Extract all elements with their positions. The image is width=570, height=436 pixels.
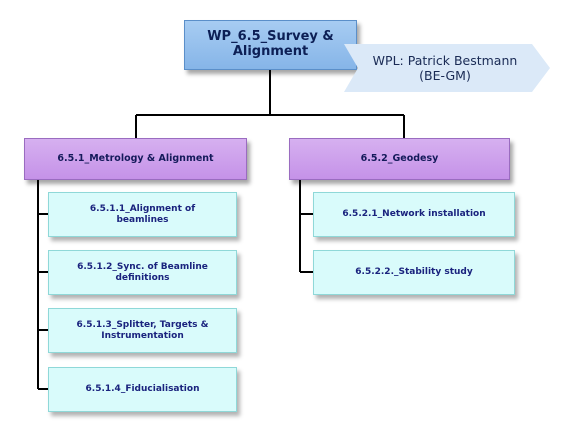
branch-label: 6.5.1_Metrology & Alignment (57, 152, 214, 164)
root-node: WP_6.5_Survey & Alignment (184, 20, 357, 70)
branch-node: 6.5.1_Metrology & Alignment (24, 138, 247, 180)
callout-arrow-shape (344, 44, 550, 92)
leaf-node: 6.5.1.4_Fiducialisation (48, 367, 237, 412)
leaf-node: 6.5.2.2._Stability study (313, 250, 515, 295)
leaf-label: 6.5.1.4_Fiducialisation (85, 384, 200, 395)
leaf-node: 6.5.1.1_Alignment of beamlines (48, 192, 237, 237)
leader-label: WPL: Patrick Bestmann (BE-GM) (372, 53, 518, 83)
leaf-label: 6.5.2.1_Network installation (342, 209, 486, 220)
leaf-node: 6.5.1.3_Splitter, Targets & Instrumentat… (48, 308, 237, 353)
leaf-label: 6.5.1.1_Alignment of beamlines (89, 204, 196, 225)
branch-node: 6.5.2_Geodesy (289, 138, 510, 180)
leaf-label: 6.5.2.2._Stability study (355, 267, 473, 278)
leaf-node: 6.5.2.1_Network installation (313, 192, 515, 237)
branch-label: 6.5.2_Geodesy (360, 152, 439, 164)
leaf-label: 6.5.1.2_Sync. of Beamline definitions (77, 262, 208, 283)
work-package-leader-callout: WPL: Patrick Bestmann (BE-GM) (344, 44, 550, 92)
leaf-node: 6.5.1.2_Sync. of Beamline definitions (48, 250, 237, 295)
leaf-label: 6.5.1.3_Splitter, Targets & Instrumentat… (76, 320, 209, 341)
root-label: WP_6.5_Survey & Alignment (207, 29, 334, 59)
